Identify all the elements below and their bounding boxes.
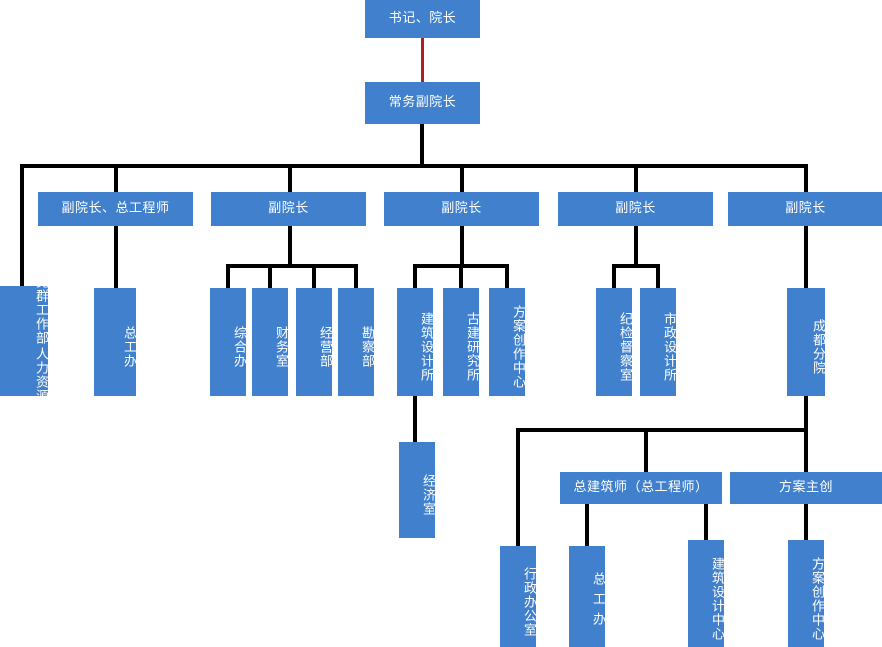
node-operations-dept[interactable]: 经营部: [296, 288, 332, 396]
connector-chengdu-branch-stem: [804, 396, 808, 432]
connector-vp2-to-general-office: [226, 264, 230, 288]
connector-bus-to-vp-chief-engineer: [114, 164, 118, 192]
node-scheme-lead[interactable]: 方案主创: [730, 472, 882, 504]
connector-chief-architect-to-chief-engineer-office-branch: [585, 504, 589, 546]
connector-vp4-to-municipal-design-institute: [656, 264, 660, 288]
node-economics-office[interactable]: 经济室: [399, 442, 435, 538]
connector-vp2-to-operations-dept: [312, 264, 316, 288]
node-scheme-creation-center[interactable]: 方案创作中心: [489, 288, 525, 396]
node-executive-vice-president[interactable]: 常务副院长: [365, 82, 480, 124]
connector-vp3-to-scheme-creation-center: [505, 264, 509, 288]
connector-vp4-to-discipline-inspection-office: [612, 264, 616, 288]
connector-vp2-to-finance-office: [268, 264, 272, 288]
connector-scheme-lead-to-scheme-creation-center-branch: [804, 504, 808, 546]
node-vp-5[interactable]: 副院长: [728, 192, 882, 226]
node-survey-dept[interactable]: 勘察部: [338, 288, 374, 396]
connector-vp4-bus: [612, 264, 660, 268]
connector-president-to-exec-vp: [421, 37, 424, 82]
connector-chief-architect-to-architecture-design-center: [704, 504, 708, 546]
connector-bus-to-vp-3: [460, 164, 464, 192]
connector-bus-to-vp-4: [634, 164, 638, 192]
node-chief-architect[interactable]: 总建筑师（总工程师）: [560, 472, 722, 504]
node-hr-party[interactable]: 人力资源部 党群工作部: [0, 275, 48, 417]
node-finance-office[interactable]: 财务室: [252, 288, 288, 396]
node-scheme-creation-center-branch[interactable]: 方案创作中心: [788, 540, 824, 647]
node-architecture-design-center[interactable]: 建筑设计中心: [688, 540, 724, 647]
node-municipal-design-institute[interactable]: 市政设计所: [640, 288, 676, 396]
connector-bus-to-vp-5: [804, 164, 808, 192]
connector-vp2-bus: [226, 264, 358, 268]
node-chengdu-branch[interactable]: 成都分院: [787, 288, 825, 396]
connector-chengdu-to-administrative-office: [516, 428, 520, 546]
connector-bus-to-vp-2: [288, 164, 292, 192]
node-vp-4[interactable]: 副院长: [558, 192, 713, 226]
connector-vp3-to-architecture-design-institute: [413, 264, 417, 288]
connector-vp2-stem: [288, 226, 292, 266]
node-hr-party-label-1: 人力资源部: [33, 347, 48, 417]
node-secretary-president[interactable]: 书记、院长: [365, 0, 480, 38]
node-chief-engineer-office[interactable]: 总工办: [94, 288, 136, 396]
connector-vp3-to-ancient-architecture-research-institute: [459, 264, 463, 288]
node-administrative-office[interactable]: 行政办公室: [500, 546, 536, 647]
connector-bus-to-hr-party: [20, 164, 24, 288]
node-vp-2[interactable]: 副院长: [211, 192, 366, 226]
connector-vp4-stem: [634, 226, 638, 266]
node-architecture-design-institute[interactable]: 建筑设计所: [397, 288, 433, 396]
connector-vp2-to-survey-dept: [354, 264, 358, 288]
connector-architecture-design-institute-to-economics-office: [413, 396, 417, 444]
connector-vp3-stem: [460, 226, 464, 266]
connector-exec-vp-stem: [420, 124, 424, 166]
connector-chengdu-bus: [516, 428, 808, 432]
node-vp-chief-engineer[interactable]: 副院长、总工程师: [38, 192, 193, 226]
node-vp-3[interactable]: 副院长: [384, 192, 539, 226]
node-ancient-architecture-research-institute[interactable]: 古建研究所: [443, 288, 479, 396]
node-chief-engineer-office-branch[interactable]: 总工办: [569, 546, 605, 647]
connector-vp-chief-engineer-to-chief-engineer-office: [114, 226, 118, 288]
connector-chengdu-to-chief-architect: [644, 428, 648, 472]
connector-level3-bus: [20, 164, 808, 168]
node-general-office[interactable]: 综合办: [210, 288, 246, 396]
connector-vp5-to-chengdu-branch: [804, 226, 808, 288]
connector-chengdu-to-scheme-lead: [804, 428, 808, 472]
node-hr-party-label-2: 党群工作部: [33, 275, 48, 345]
node-discipline-inspection-office[interactable]: 纪检督察室: [596, 288, 632, 396]
